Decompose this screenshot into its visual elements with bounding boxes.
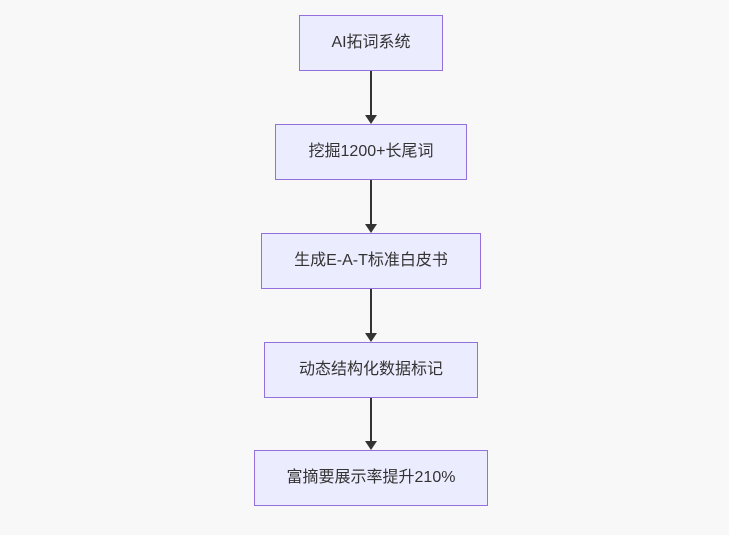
flow-node-2: 挖掘1200+长尾词 (275, 124, 467, 180)
flow-node-4: 动态结构化数据标记 (264, 342, 478, 398)
flow-node-5: 富摘要展示率提升210% (254, 450, 488, 506)
arrowhead-down-icon (365, 441, 377, 450)
arrow-line (370, 180, 372, 224)
arrowhead-down-icon (365, 333, 377, 342)
flow-node-4-label: 动态结构化数据标记 (298, 361, 443, 378)
flow-node-2-label: 挖掘1200+长尾词 (308, 143, 434, 160)
flow-node-1: AI拓词系统 (299, 15, 443, 71)
arrow-line (370, 398, 372, 441)
flow-node-5-label: 富摘要展示率提升210% (286, 469, 456, 486)
flow-arrow-3 (365, 289, 377, 342)
arrowhead-down-icon (365, 115, 377, 124)
flow-arrow-4 (365, 398, 377, 450)
flow-arrow-2 (365, 180, 377, 233)
flow-node-3-label: 生成E-A-T标准白皮书 (294, 252, 448, 269)
arrow-line (370, 289, 372, 333)
arrow-line (370, 71, 372, 115)
flow-node-3: 生成E-A-T标准白皮书 (261, 233, 481, 289)
arrowhead-down-icon (365, 224, 377, 233)
flow-arrow-1 (365, 71, 377, 124)
flow-node-1-label: AI拓词系统 (331, 34, 411, 51)
